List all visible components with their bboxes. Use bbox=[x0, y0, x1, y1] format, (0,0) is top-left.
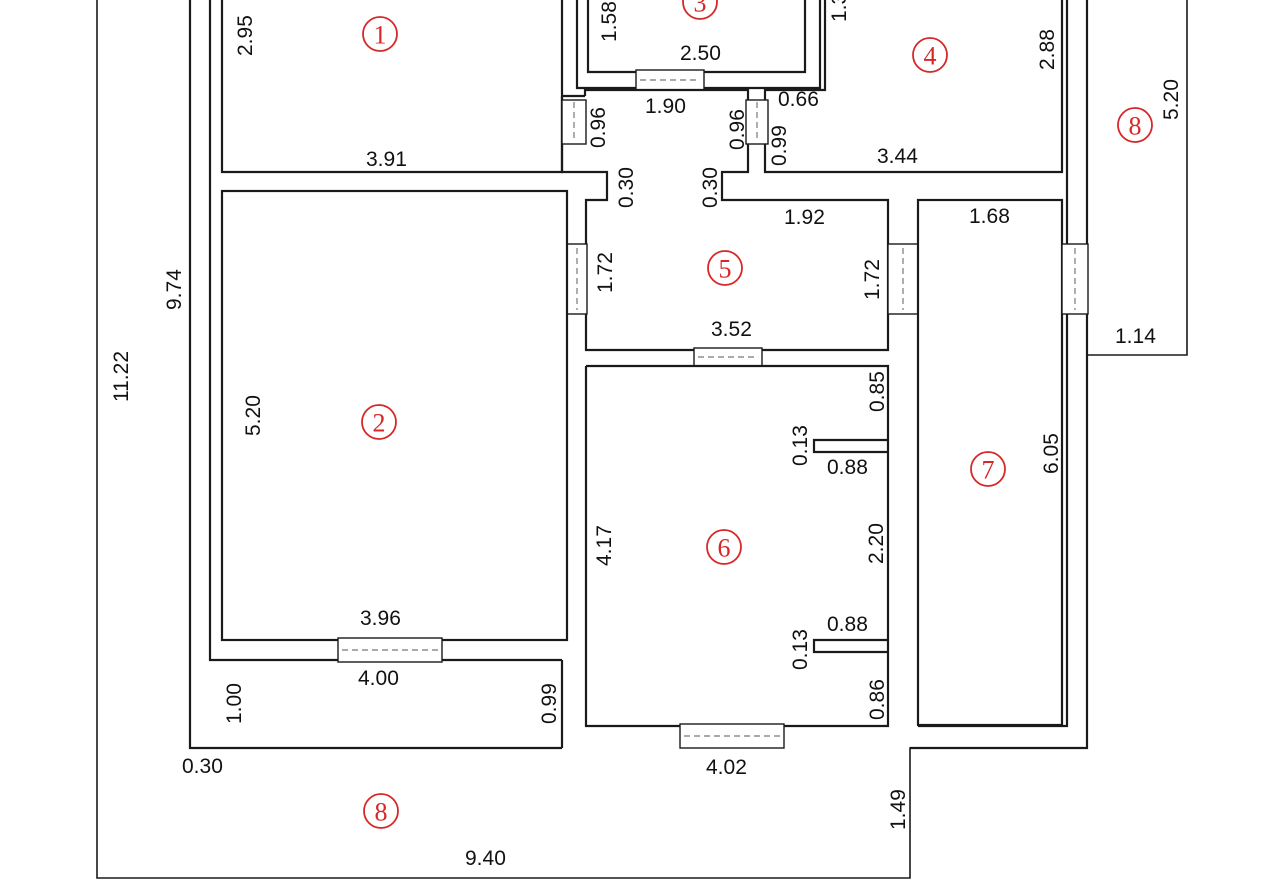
svg-text:2: 2 bbox=[373, 409, 386, 438]
door-room-7-side[interactable] bbox=[887, 243, 919, 315]
room-label-7: 7 bbox=[970, 451, 1006, 487]
room-label-3: 3 bbox=[682, 0, 718, 20]
dim-5-20-left: 5.20 bbox=[242, 395, 265, 436]
dim-1-90: 1.90 bbox=[645, 95, 686, 118]
dim-1-3: 1.3 bbox=[828, 0, 851, 22]
dim-1-58: 1.58 bbox=[598, 1, 621, 42]
room-7-walls bbox=[916, 198, 1089, 727]
dim-0-99-top: 0.99 bbox=[768, 125, 791, 166]
door-room-3[interactable] bbox=[635, 69, 705, 91]
svg-text:3: 3 bbox=[694, 0, 707, 18]
plot-boundary bbox=[96, 0, 1188, 879]
room-label-6: 6 bbox=[706, 529, 742, 565]
dim-0-13-top: 0.13 bbox=[789, 425, 812, 466]
dim-4-02: 4.02 bbox=[706, 756, 747, 779]
dim-0-30-right: 0.30 bbox=[699, 167, 722, 208]
dim-1-49: 1.49 bbox=[887, 789, 910, 830]
dim-1-72-right: 1.72 bbox=[861, 259, 884, 300]
dim-0-86: 0.86 bbox=[866, 679, 889, 720]
dim-3-44: 3.44 bbox=[877, 145, 918, 168]
dim-0-96-left: 0.96 bbox=[587, 107, 610, 148]
dim-1-68: 1.68 bbox=[969, 205, 1010, 228]
dim-5-20-right: 5.20 bbox=[1160, 79, 1183, 120]
dim-11-22: 11.22 bbox=[110, 351, 133, 402]
door-room-2-side[interactable] bbox=[566, 243, 588, 315]
dim-4-17: 4.17 bbox=[593, 525, 616, 566]
dim-1-72-left: 1.72 bbox=[594, 252, 617, 293]
dim-0-13-bottom: 0.13 bbox=[789, 629, 812, 670]
door-room-4-right[interactable] bbox=[745, 99, 769, 145]
dim-0-30-left: 0.30 bbox=[615, 167, 638, 208]
room-label-8-bottom: 8 bbox=[363, 793, 399, 829]
dim-6-05: 6.05 bbox=[1040, 433, 1063, 474]
svg-text:7: 7 bbox=[982, 456, 995, 485]
room-label-2: 2 bbox=[361, 404, 397, 440]
dim-2-95: 2.95 bbox=[234, 15, 257, 56]
dim-0-96-right: 0.96 bbox=[726, 109, 749, 150]
dim-0-85: 0.85 bbox=[866, 371, 889, 412]
svg-text:8: 8 bbox=[375, 798, 388, 827]
door-room-1-left[interactable] bbox=[561, 99, 587, 145]
door-room-2-bottom[interactable] bbox=[337, 637, 443, 663]
room-label-8-side: 8 bbox=[1117, 107, 1153, 143]
dim-2-20: 2.20 bbox=[865, 523, 888, 564]
dim-0-30-bottom: 0.30 bbox=[182, 755, 223, 778]
dim-0-88-top: 0.88 bbox=[827, 456, 868, 479]
door-room-6-top[interactable] bbox=[693, 347, 763, 367]
room-2-walls bbox=[220, 189, 569, 663]
exterior-walls bbox=[188, 0, 1089, 750]
svg-text:5: 5 bbox=[719, 255, 732, 284]
room-label-1: 1 bbox=[362, 16, 398, 52]
dim-2-50: 2.50 bbox=[680, 42, 721, 65]
svg-text:4: 4 bbox=[924, 42, 937, 71]
dim-9-74: 9.74 bbox=[163, 269, 186, 310]
door-room-7-exterior[interactable] bbox=[1061, 243, 1089, 315]
dim-1-14: 1.14 bbox=[1115, 325, 1156, 348]
dim-1-00: 1.00 bbox=[223, 683, 246, 724]
dim-1-92: 1.92 bbox=[784, 206, 825, 229]
dim-9-40: 9.40 bbox=[465, 847, 506, 870]
dim-3-96: 3.96 bbox=[360, 607, 401, 630]
dim-0-99-bottom: 0.99 bbox=[538, 683, 561, 724]
room-6-walls bbox=[584, 364, 890, 749]
room-label-5: 5 bbox=[707, 250, 743, 286]
door-room-6-bottom[interactable] bbox=[679, 723, 785, 749]
dim-0-88-bottom: 0.88 bbox=[827, 613, 868, 636]
svg-text:8: 8 bbox=[1129, 112, 1142, 141]
dim-3-91: 3.91 bbox=[366, 148, 407, 171]
dim-4-00: 4.00 bbox=[358, 667, 399, 690]
room-1-walls bbox=[220, 0, 564, 174]
room-3-walls bbox=[575, 0, 822, 91]
dim-0-66: 0.66 bbox=[778, 88, 819, 111]
svg-text:1: 1 bbox=[374, 21, 387, 50]
svg-text:6: 6 bbox=[718, 534, 731, 563]
room-5-walls bbox=[560, 88, 919, 367]
dim-3-52: 3.52 bbox=[711, 318, 752, 341]
dim-2-88: 2.88 bbox=[1036, 29, 1059, 70]
room-label-4: 4 bbox=[912, 37, 948, 73]
